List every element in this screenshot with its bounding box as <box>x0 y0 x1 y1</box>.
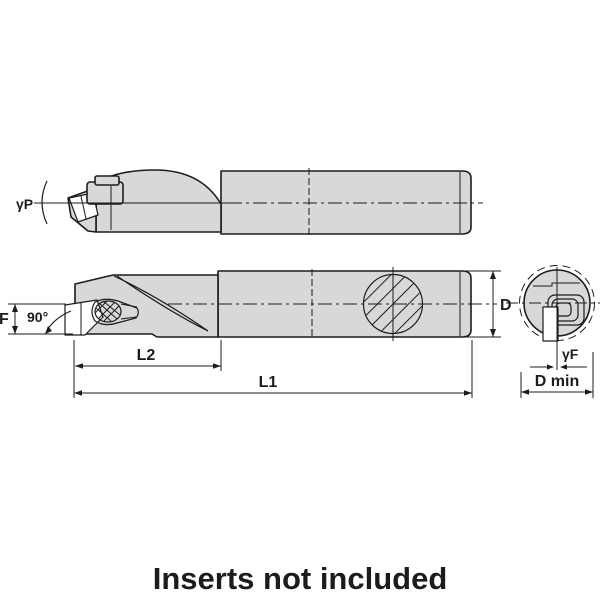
end-view-chord-line <box>533 282 580 287</box>
dimension-f: F <box>0 303 73 335</box>
angle-90-label: 90° <box>27 309 48 325</box>
screw-body-line-2 <box>120 316 137 320</box>
screw-body-line-1 <box>120 303 138 308</box>
d-min-label: D min <box>535 373 579 390</box>
flute-edge-line-2 <box>116 275 209 332</box>
l2-label: L2 <box>137 347 156 364</box>
gamma-p-label: γP <box>16 196 33 212</box>
dimension-l1: L1 <box>73 340 473 398</box>
end-view <box>506 265 600 370</box>
clamp-screw-outline <box>91 298 139 326</box>
dimension-l2: L2 <box>75 340 222 371</box>
clamp-screw-head-hatch <box>94 300 121 322</box>
main-side-view <box>64 267 497 341</box>
dimension-gamma-p: γP <box>16 180 48 225</box>
clamp-screw-head <box>94 300 122 323</box>
insert-edge-line <box>80 195 87 220</box>
l1-label: L1 <box>259 374 278 391</box>
gamma-f-label: γF <box>562 346 579 362</box>
insert-main-view <box>64 299 104 336</box>
dimension-d: D <box>464 270 512 338</box>
angle-arc-arrowhead <box>45 326 52 334</box>
clamp-top-piece <box>94 175 120 186</box>
gamma-p-arc <box>41 180 48 225</box>
dimension-90-degrees: 90° <box>27 309 72 334</box>
dimension-gamma-f: γF <box>530 346 587 370</box>
insert-end-view <box>542 306 559 342</box>
inserts-note: Inserts not included <box>153 561 448 596</box>
d-label: D <box>500 297 512 314</box>
f-label: F <box>0 311 9 328</box>
dimension-d-min: D min <box>520 352 594 398</box>
top-side-view <box>34 168 483 237</box>
